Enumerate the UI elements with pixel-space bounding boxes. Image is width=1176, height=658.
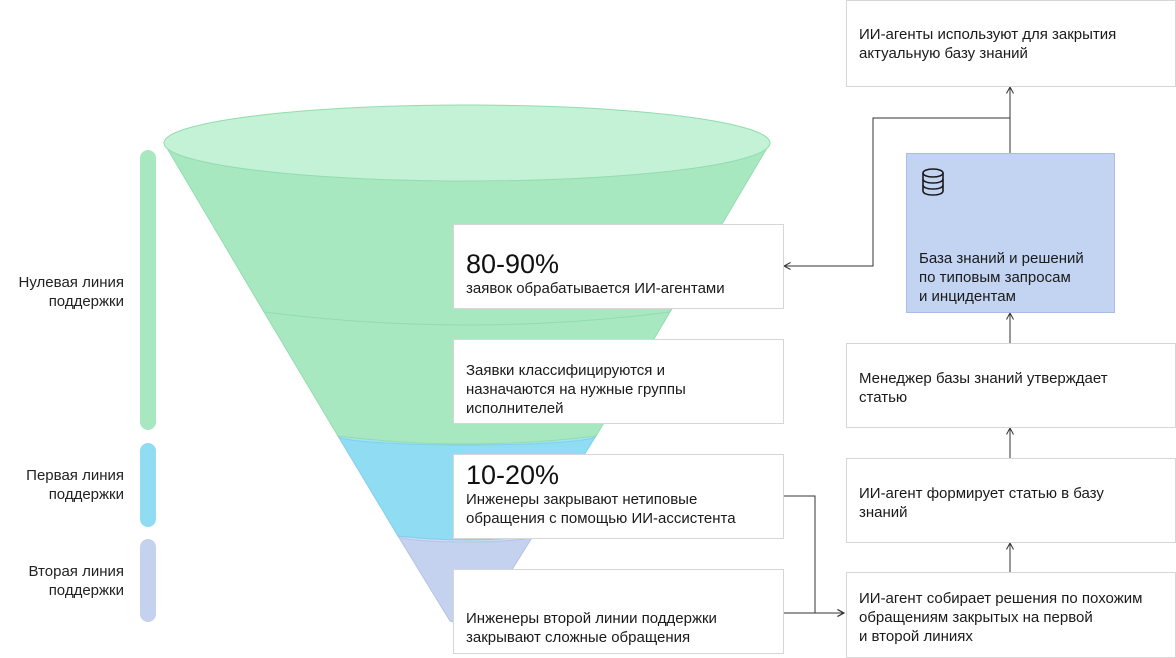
box-zero-line: 80-90% заявок обрабатывается ИИ-агентами: [453, 224, 784, 309]
label-first-line: Первая линия поддержки: [26, 467, 124, 503]
first-line-percent: 10-20%: [466, 460, 560, 490]
bar-second-line: [140, 539, 156, 622]
database-icon: [922, 168, 944, 196]
box-second-line: Инженеры второй линии поддержки закрываю…: [453, 569, 784, 654]
first-line-text: Инженеры закрывают нетиповые обращения с…: [466, 491, 736, 527]
box-classification: Заявки классифицируются и назначаются на…: [453, 339, 784, 424]
bar-first-line: [140, 443, 156, 527]
box-first-line: 10-20% Инженеры закрывают нетиповые обра…: [453, 454, 784, 539]
box-manager-approves: Менеджер базы знаний утверждает статью: [846, 343, 1176, 428]
box-ai-forms-article: ИИ-агент формирует статью в базу знаний: [846, 458, 1176, 543]
label-zero-line: Нулевая линия поддержки: [18, 274, 124, 310]
box-knowledge-base: База знаний и решений по типовым запроса…: [906, 153, 1115, 313]
funnel-top-rim: [163, 104, 771, 182]
box-ai-uses-knowledge: ИИ-агенты используют для закрытия актуал…: [846, 0, 1176, 87]
connector-first-line-to-collect: [784, 495, 844, 613]
bar-zero-line: [140, 150, 156, 430]
zero-line-text: заявок обрабатывается ИИ-агентами: [466, 280, 725, 297]
knowledge-base-text: База знаний и решений по типовым запроса…: [919, 250, 1084, 305]
box-ai-collects-solutions: ИИ-агент собирает решения по похожим обр…: [846, 572, 1176, 658]
label-second-line: Вторая линия поддержки: [28, 563, 124, 599]
zero-line-percent: 80-90%: [466, 249, 560, 279]
